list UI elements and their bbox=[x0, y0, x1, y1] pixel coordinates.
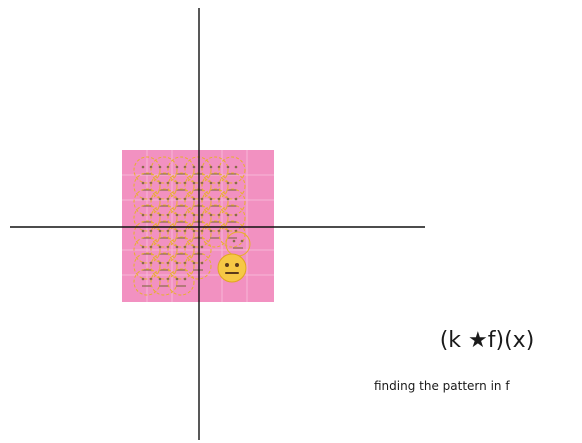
neutral-face-outline-icon bbox=[218, 188, 246, 216]
neutral-face-outline-icon bbox=[133, 252, 161, 280]
neutral-face-outline-icon bbox=[167, 220, 195, 248]
neutral-face-outline-icon bbox=[133, 204, 161, 232]
neutral-face-outline-icon bbox=[167, 204, 195, 232]
neutral-face-outline-icon bbox=[150, 188, 178, 216]
neutral-face-outline-icon bbox=[184, 204, 212, 232]
neutral-face-outline-icon bbox=[150, 236, 178, 264]
neutral-face-outline-icon bbox=[133, 156, 161, 184]
neutral-face-outline-icon bbox=[184, 220, 212, 248]
neutral-face-outline-icon bbox=[184, 236, 212, 264]
neutral-face-outline-icon bbox=[167, 156, 195, 184]
neutral-face-outline-icon bbox=[184, 188, 212, 216]
neutral-face-outline-icon bbox=[218, 204, 246, 232]
neutral-face-outline-icon bbox=[133, 172, 161, 200]
neutral-face-outline-icon bbox=[150, 252, 178, 280]
neutral-face-outline-icon bbox=[167, 252, 195, 280]
neutral-face-outline-icon bbox=[150, 220, 178, 248]
neutral-face-outline-icon bbox=[201, 220, 229, 248]
neutral-face-outline-icon bbox=[133, 268, 161, 296]
neutral-face-outline-icon bbox=[184, 172, 212, 200]
neutral-face-outline-icon bbox=[150, 172, 178, 200]
neutral-face-icon bbox=[217, 253, 247, 283]
neutral-face-outline-icon bbox=[133, 236, 161, 264]
neutral-face-outline-icon bbox=[218, 156, 246, 184]
neutral-face-outline-icon bbox=[133, 220, 161, 248]
formula-suffix: f)(x) bbox=[487, 328, 535, 353]
convolution-formula: (k ★f)(x) bbox=[392, 328, 582, 353]
neutral-face-grid bbox=[133, 156, 251, 296]
neutral-face-outline-icon bbox=[201, 204, 229, 232]
neutral-face-outline-icon bbox=[167, 188, 195, 216]
formula-prefix: (k bbox=[439, 328, 469, 353]
star-operator: ★ bbox=[468, 328, 488, 353]
neutral-face-outline-icon bbox=[218, 172, 246, 200]
neutral-face-outline-icon bbox=[184, 156, 212, 184]
neutral-face-outline-icon bbox=[150, 268, 178, 296]
neutral-face-outline-icon bbox=[150, 156, 178, 184]
neutral-face-outline-icon bbox=[167, 172, 195, 200]
neutral-face-outline-icon bbox=[167, 236, 195, 264]
neutral-face-outline-icon bbox=[150, 204, 178, 232]
neutral-face-outline-icon bbox=[201, 188, 229, 216]
neutral-face-outline-icon bbox=[201, 156, 229, 184]
formula-caption: finding the pattern in f bbox=[374, 379, 510, 393]
neutral-face-outline-icon bbox=[167, 268, 195, 296]
neutral-face-outline-icon bbox=[201, 172, 229, 200]
neutral-face-outline-icon bbox=[133, 188, 161, 216]
neutral-face-outline-icon bbox=[184, 252, 212, 280]
